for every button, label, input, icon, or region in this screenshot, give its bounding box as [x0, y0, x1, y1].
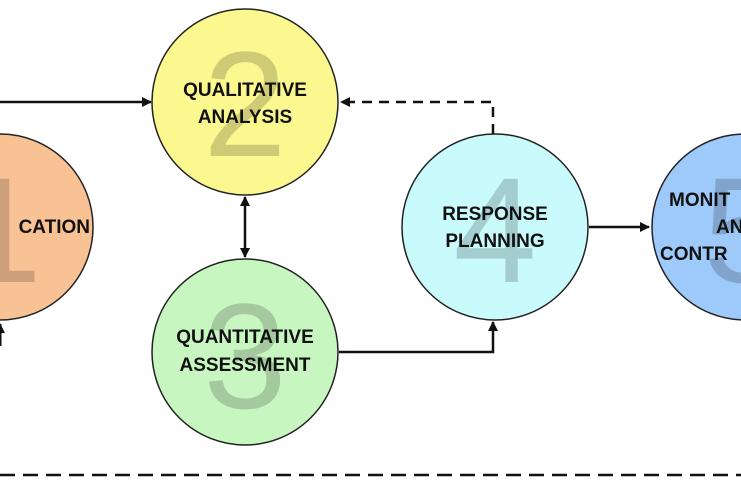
node-qualitative-analysis: 2 QUALITATIVE ANALYSIS	[151, 8, 339, 196]
node-monitoring-control-number: 5	[703, 146, 741, 314]
node-qualitative-analysis-circle	[151, 8, 339, 196]
node-qualitative-analysis-label-line-1: QUALITATIVE	[183, 80, 307, 101]
node-identification: 1 CATION	[0, 133, 94, 321]
arrow-quantitative-to-response	[339, 321, 498, 354]
node-quantitative-assessment: 3 QUANTITATIVE ASSESSMENT	[151, 258, 339, 446]
node-identification-number: 1	[0, 146, 42, 314]
node-response-planning-circle	[401, 133, 589, 321]
node-monitoring-control-circle	[651, 133, 741, 321]
node-identification-circle	[0, 133, 94, 321]
node-response-planning-number: 4	[453, 146, 536, 314]
dashed-arrow-response-to-qualitative	[340, 97, 495, 134]
node-identification-label-line-1: CATION	[19, 217, 90, 238]
node-response-planning: 4 RESPONSE PLANNING	[401, 133, 589, 321]
node-quantitative-assessment-number: 3	[203, 272, 286, 440]
node-qualitative-analysis-number: 2	[203, 20, 286, 188]
node-quantitative-assessment-circle	[151, 258, 339, 446]
node-response-planning-label-line-2: PLANNING	[445, 231, 544, 252]
node-monitoring-control-label-line-3: CONTR	[660, 244, 728, 265]
node-monitoring-control-label-line-1: MONIT	[669, 190, 731, 211]
node-qualitative-analysis-label-line-2: ANALYSIS	[198, 107, 292, 128]
node-monitoring-control: 5 MONIT AN CONTR	[651, 133, 741, 321]
node-quantitative-assessment-label-line-1: QUANTITATIVE	[176, 327, 314, 348]
node-quantitative-assessment-label-line-2: ASSESSMENT	[180, 355, 311, 376]
node-response-planning-label-line-1: RESPONSE	[442, 204, 548, 225]
node-monitoring-control-label-line-2: AN	[716, 217, 741, 238]
